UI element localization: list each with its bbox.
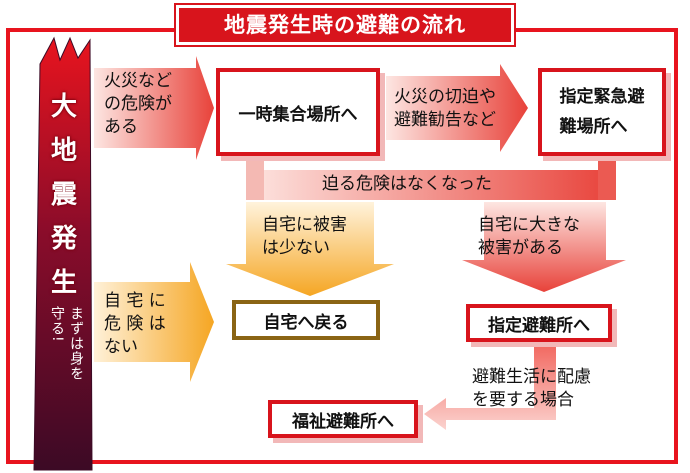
box-return-home: 自宅へ戻る bbox=[232, 300, 380, 340]
arrow-fire-danger bbox=[94, 56, 214, 160]
box-designated-shelter: 指定避難所へ bbox=[466, 304, 612, 342]
earthquake-subtext-1: まずは身を bbox=[68, 306, 84, 381]
label-no-danger: 自 宅 に 危 険 は ない bbox=[104, 291, 166, 357]
earthquake-subtext-2: 守る! bbox=[49, 306, 65, 343]
earthquake-char-2: 地 bbox=[51, 136, 78, 166]
arrow-needs-care bbox=[424, 346, 556, 430]
connector-right bbox=[598, 160, 616, 200]
diagram-title: 地震発生時の避難の流れ bbox=[174, 3, 516, 47]
arrow-no-danger bbox=[94, 262, 214, 382]
label-fire-danger: 火災など の危険が ある bbox=[104, 71, 172, 137]
danger-gone-bar bbox=[246, 170, 614, 200]
label-little-damage: 自宅に被害 は少ない bbox=[262, 215, 347, 258]
box-welfare-shelter: 福祉避難所へ bbox=[268, 400, 418, 438]
label-danger-gone: 迫る危険はなくなった bbox=[322, 174, 492, 194]
arrow-fire-approaching bbox=[386, 64, 528, 152]
box-designated-emergency: 指定緊急避 難場所へ bbox=[538, 68, 666, 156]
label-fire-approaching: 火災の切迫や 避難勧告など bbox=[394, 87, 496, 130]
connector-left bbox=[246, 160, 264, 200]
label-heavy-damage: 自宅に大きな 被害がある bbox=[478, 215, 580, 258]
arrow-little-damage bbox=[226, 202, 394, 296]
earthquake-char-3: 震 bbox=[51, 180, 78, 210]
box-temporary-gathering: 一時集合場所へ bbox=[216, 68, 380, 156]
earthquake-char-4: 発 bbox=[51, 224, 78, 254]
earthquake-flame-shape bbox=[33, 36, 93, 471]
arrow-heavy-damage bbox=[462, 202, 626, 292]
earthquake-char-5: 生 bbox=[51, 268, 78, 298]
label-needs-care: 避難生活に配慮 を要する場合 bbox=[472, 367, 591, 410]
earthquake-char-1: 大 bbox=[51, 92, 78, 122]
